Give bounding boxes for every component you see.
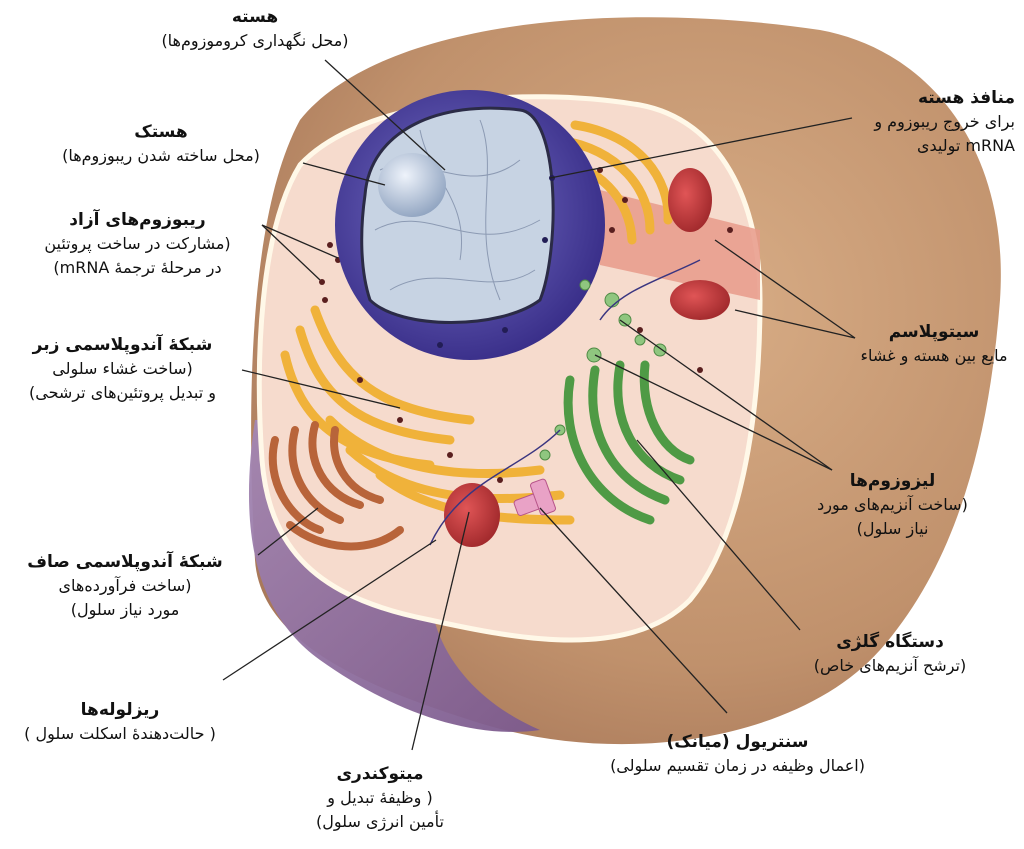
label-nuclear-pores-desc-2: mRNA تولیدی xyxy=(845,134,1015,158)
label-smooth-er: شبکۀ آندوپلاسمی صاف (ساخت فرآورده‌های مو… xyxy=(5,550,245,622)
label-cytoplasm: سیتوپلاسم مایع بین هسته و غشاء xyxy=(844,320,1024,368)
label-free-ribosomes-desc-2: در مرحلۀ ترجمۀ mRNA) xyxy=(15,256,260,280)
label-golgi-desc: (ترشح آنزیم‌های خاص) xyxy=(790,654,990,678)
label-cytoplasm-desc: مایع بین هسته و غشاء xyxy=(844,344,1024,368)
label-nuclear-pores-desc-1: برای خروج ریبوزوم و xyxy=(845,110,1015,134)
label-mitochondria-desc-1: ( وظیفۀ تبدیل و xyxy=(295,786,465,810)
label-microtubules-desc: ( حالت‌دهندۀ اسکلت سلول ) xyxy=(10,722,230,746)
label-lysosomes-desc-1: (ساخت آنزیم‌های مورد xyxy=(795,493,990,517)
label-microtubules: ریزلوله‌ها ( حالت‌دهندۀ اسکلت سلول ) xyxy=(10,698,230,746)
label-mitochondria: میتوکندری ( وظیفۀ تبدیل و تأمین انرژی سل… xyxy=(295,762,465,834)
label-microtubules-title: ریزلوله‌ها xyxy=(10,698,230,722)
label-rough-er-desc-2: و تبدیل پروتئین‌های ترشحی) xyxy=(0,381,245,405)
label-nucleolus-title: هستک xyxy=(20,120,302,144)
label-rough-er-desc-1: (ساخت غشاء سلولی xyxy=(0,357,245,381)
label-nucleus-desc: (محل نگهداری کروموزوم‌ها) xyxy=(145,29,365,53)
label-nucleus: هسته (محل نگهداری کروموزوم‌ها) xyxy=(145,5,365,53)
label-lysosomes-title: لیزوزوم‌ها xyxy=(795,469,990,493)
label-centriole-desc: (اعمال وظیفه در زمان تقسیم سلولی) xyxy=(610,754,865,778)
label-nuclear-pores-title: منافذ هسته xyxy=(845,86,1015,110)
label-free-ribosomes-title: ریبوزوم‌های آزاد xyxy=(15,208,260,232)
label-rough-er: شبکۀ آندوپلاسمی زبر (ساخت غشاء سلولی و ت… xyxy=(0,333,245,405)
nucleolus-shape xyxy=(378,153,446,217)
label-free-ribosomes-desc-1: (مشارکت در ساخت پروتئین xyxy=(15,232,260,256)
label-golgi-title: دستگاه گلژی xyxy=(790,630,990,654)
label-free-ribosomes: ریبوزوم‌های آزاد (مشارکت در ساخت پروتئین… xyxy=(15,208,260,280)
label-centriole: سنتریول (میانک) (اعمال وظیفه در زمان تقس… xyxy=(610,730,865,778)
label-cytoplasm-title: سیتوپلاسم xyxy=(844,320,1024,344)
label-golgi: دستگاه گلژی (ترشح آنزیم‌های خاص) xyxy=(790,630,990,678)
label-mitochondria-desc-2: تأمین انرژی سلول) xyxy=(295,810,465,834)
label-nucleolus: هستک (محل ساخته شدن ریبوزوم‌ها) xyxy=(20,120,302,168)
label-nucleolus-desc: (محل ساخته شدن ریبوزوم‌ها) xyxy=(20,144,302,168)
label-smooth-er-desc-2: مورد نیاز سلول) xyxy=(5,598,245,622)
label-lysosomes-desc-2: نیاز سلول) xyxy=(795,517,990,541)
label-smooth-er-desc-1: (ساخت فرآورده‌های xyxy=(5,574,245,598)
label-lysosomes: لیزوزوم‌ها (ساخت آنزیم‌های مورد نیاز سلو… xyxy=(795,469,990,541)
label-centriole-title: سنتریول (میانک) xyxy=(610,730,865,754)
label-nuclear-pores: منافذ هسته برای خروج ریبوزوم و mRNA تولی… xyxy=(845,86,1015,158)
label-smooth-er-title: شبکۀ آندوپلاسمی صاف xyxy=(5,550,245,574)
label-nucleus-title: هسته xyxy=(145,5,365,29)
label-rough-er-title: شبکۀ آندوپلاسمی زبر xyxy=(0,333,245,357)
label-mitochondria-title: میتوکندری xyxy=(295,762,465,786)
